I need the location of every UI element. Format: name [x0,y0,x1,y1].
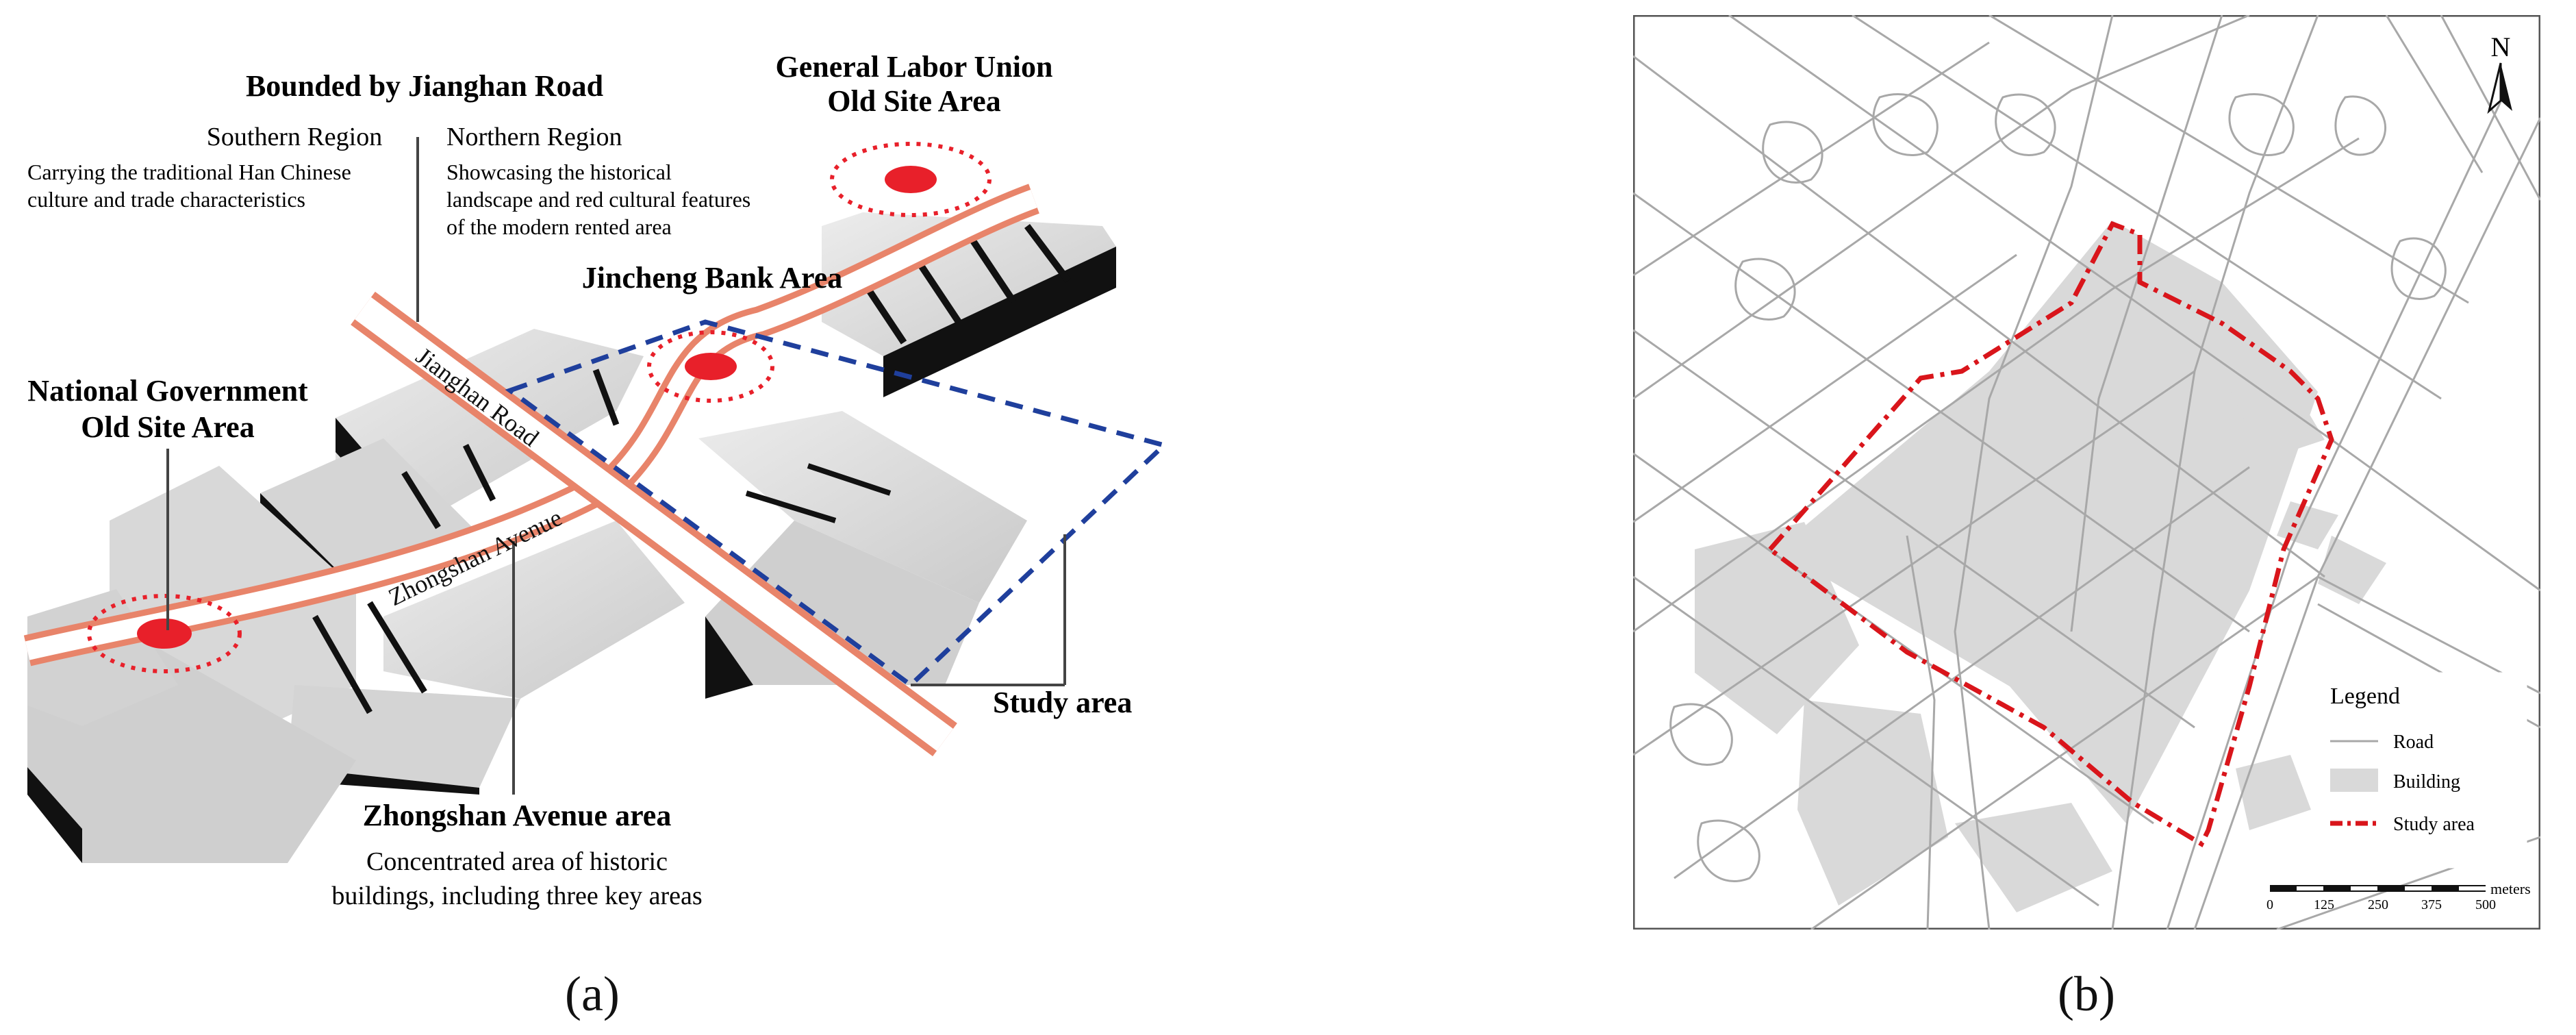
caption-a: (a) [565,967,620,1021]
caption-b: (b) [2058,967,2115,1021]
legend-road-label: Road [2393,732,2434,753]
natgov-marker [87,594,242,673]
panel-a: Jianghan Road Zhongshan Avenue Bounded b… [0,0,1178,959]
legend-title: Legend [2330,684,2400,709]
scale-tick-1: 125 [2314,897,2334,912]
buildings-layer [1695,221,2386,912]
study-area-boundary [1766,221,2334,847]
north-label: N [2491,32,2511,62]
legend: Legend Road Building Study area [2321,672,2527,869]
legend-building-swatch [2330,769,2378,792]
jianghan-road [351,291,957,757]
north-region-line3: of the modern rented area [446,214,672,239]
building-blocks [27,212,1116,863]
north-region-line2: landscape and red cultural features [446,187,750,212]
scale-unit: meters [2490,880,2531,897]
road-network [1633,15,2540,930]
south-region-line1: Carrying the traditional Han Chinese [27,160,351,184]
study-area-label: Study area [993,686,1132,719]
south-region-line2: culture and trade characteristics [27,187,305,212]
leader-lines [166,137,1066,795]
zs-area-title: Zhongshan Avenue area [363,799,672,832]
labor-union-label-line2: Old Site Area [827,84,1000,118]
scale-tick-4: 500 [2475,897,2496,912]
jincheng-label: Jincheng Bank Area [582,261,843,295]
labor-union-marker [830,142,992,217]
panel-a-illustration: Jianghan Road Zhongshan Avenue Bounded b… [23,50,1169,910]
jincheng-marker [647,330,774,403]
legend-building-label: Building [2393,771,2460,793]
zs-area-line1: Concentrated area of historic [366,847,668,876]
natgov-label-line2: Old Site Area [81,410,254,444]
north-arrow: N [2487,32,2512,114]
north-region-title: Northern Region [446,123,622,151]
scale-tick-3: 375 [2421,897,2442,912]
panel-b: N Legend Road Building Study area 0 125 … [1632,14,2541,930]
labor-union-label-line1: General Labor Union [775,50,1052,84]
scale-tick-2: 250 [2368,897,2388,912]
zs-area-line2: buildings, including three key areas [331,882,702,910]
natgov-label-line1: National Government [27,374,308,408]
legend-study-label: Study area [2393,814,2475,835]
panel-b-map: N Legend Road Building Study area 0 125 … [1632,14,2541,930]
bounded-title: Bounded by Jianghan Road [246,69,603,103]
scale-bar: 0 125 250 375 500 meters [2266,880,2531,912]
scale-tick-0: 0 [2266,897,2273,912]
zhongshan-avenue-road [23,184,1039,666]
north-region-line1: Showcasing the historical [446,160,672,184]
study-area-outline [505,319,1169,688]
south-region-title: Southern Region [207,123,382,151]
